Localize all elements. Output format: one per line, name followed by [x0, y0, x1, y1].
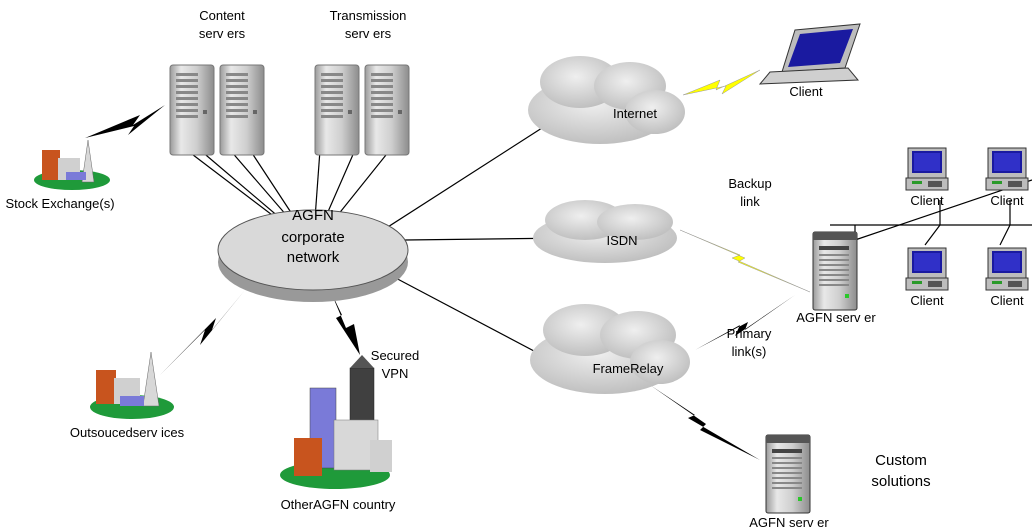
agfn-corporate-network: AGFN corporate network [217, 207, 409, 302]
other-country-label: OtherAGFN country [281, 497, 396, 512]
desktop-icon [985, 247, 1029, 291]
city-icon [280, 355, 392, 489]
agfn-server-custom: AGFN serv er [749, 434, 829, 530]
backup-link-label-2: link [740, 194, 760, 209]
agfn-server-label-2: AGFN serv er [749, 515, 829, 530]
primary-link-label-2: link(s) [732, 344, 767, 359]
content-servers-label-1: Content [199, 8, 245, 23]
client-label-c: Client [910, 293, 944, 308]
server-icon [219, 64, 265, 156]
server-icon [812, 231, 858, 311]
content-servers-label-2: serv ers [199, 26, 246, 41]
laptop-icon [758, 23, 861, 85]
client-label-a: Client [910, 193, 944, 208]
lightning-icon [85, 69, 811, 460]
agfn-server-main: AGFN serv er [796, 231, 876, 325]
client-label-b: Client [990, 193, 1024, 208]
secured-vpn-label-1: Secured [371, 348, 419, 363]
desktop-icon [905, 147, 949, 191]
server-icon [765, 434, 811, 514]
transmission-servers-label-1: Transmission [330, 8, 407, 23]
core-label-3: network [287, 249, 340, 266]
backup-link-label-1: Backup [728, 176, 771, 191]
internet-cloud: Internet [528, 56, 685, 144]
desktop-icon [905, 247, 949, 291]
stock-exchange-label: Stock Exchange(s) [5, 196, 114, 211]
outsourced-label: Outsoucedserv ices [70, 425, 185, 440]
other-agfn-country: OtherAGFN country [280, 355, 396, 512]
cloud-icon [533, 200, 677, 263]
server-icon [364, 64, 410, 156]
laptop-client-label: Client [789, 84, 823, 99]
custom-solutions-label-2: solutions [871, 473, 930, 490]
cloud-icon [530, 304, 690, 394]
custom-solutions-label-1: Custom [875, 452, 927, 469]
client-label-d: Client [990, 293, 1024, 308]
cloud-icon [528, 56, 685, 144]
secured-vpn-label-2: VPN [382, 366, 409, 381]
internet-label: Internet [613, 106, 657, 121]
isdn-cloud: ISDN [533, 200, 677, 263]
framerelay-label: FrameRelay [593, 361, 664, 376]
city-icon [34, 139, 110, 190]
desktop-icon [985, 147, 1029, 191]
primary-link-label-1: Primary [727, 326, 772, 341]
core-label-2: corporate [281, 229, 344, 246]
core-label-1: AGFN [292, 207, 334, 224]
framerelay-cloud: FrameRelay [530, 304, 690, 394]
laptop-client: Client [758, 23, 861, 99]
outsourced-services: Outsoucedserv ices [70, 351, 185, 440]
city-icon [90, 351, 174, 419]
agfn-server-label-1: AGFN serv er [796, 310, 876, 325]
client-pcs: Client Client Client Client [905, 147, 1029, 308]
stock-exchange: Stock Exchange(s) [5, 139, 115, 211]
transmission-servers-label-2: serv ers [345, 26, 392, 41]
server-icon [314, 64, 360, 156]
server-icon [169, 64, 215, 156]
transmission-servers: Transmission serv ers [314, 8, 410, 156]
isdn-label: ISDN [606, 233, 637, 248]
content-servers: Content serv ers [169, 8, 265, 156]
